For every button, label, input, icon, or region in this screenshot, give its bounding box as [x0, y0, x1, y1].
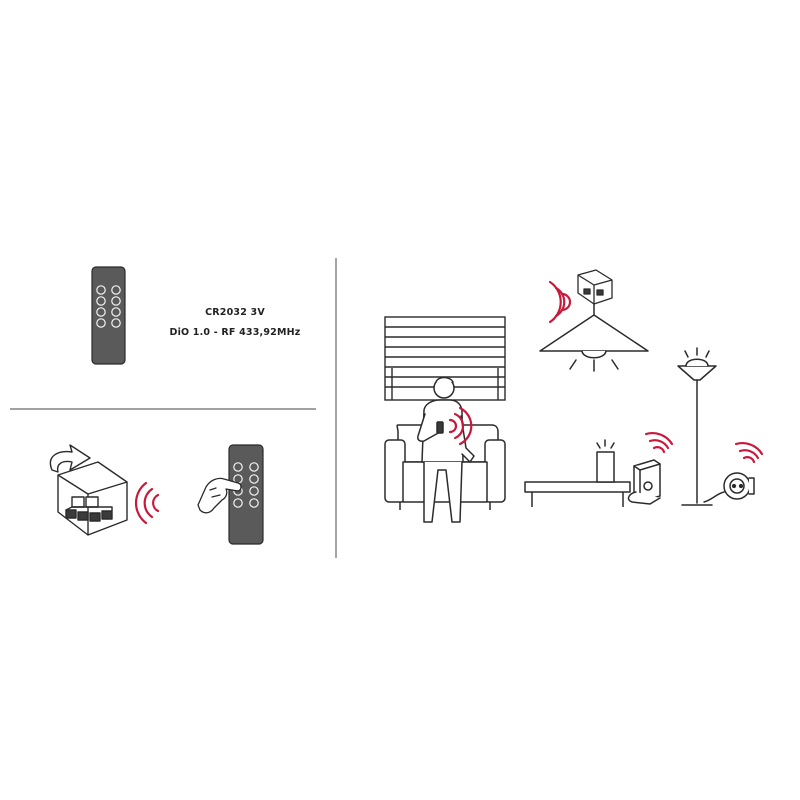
rf-signal-icon	[548, 280, 572, 324]
remote-control-icon	[228, 444, 264, 545]
rf-signal-icon	[448, 406, 473, 446]
micro-module-icon	[57, 461, 128, 536]
pendant-lamp-icon	[539, 299, 649, 372]
smart-plug-icon	[627, 459, 661, 505]
rf-signal-icon	[644, 432, 674, 454]
extension-socket-icon	[703, 472, 755, 503]
floor-lamp-icon	[677, 347, 717, 506]
press-arrow-icon	[49, 444, 91, 473]
person-on-sofa-icon	[417, 376, 475, 523]
rf-signal-icon	[134, 481, 160, 525]
protocol-spec-text: DiO 1.0 - RF 433,92MHz	[169, 327, 301, 338]
micro-module-icon	[577, 269, 613, 305]
vase-icon	[596, 439, 615, 483]
coffee-table-icon	[524, 481, 631, 507]
battery-spec-text: CR2032 3V	[205, 307, 265, 318]
pointing-hand-icon	[197, 477, 242, 514]
rf-signal-icon	[734, 442, 764, 464]
remote-control-icon	[91, 266, 126, 365]
